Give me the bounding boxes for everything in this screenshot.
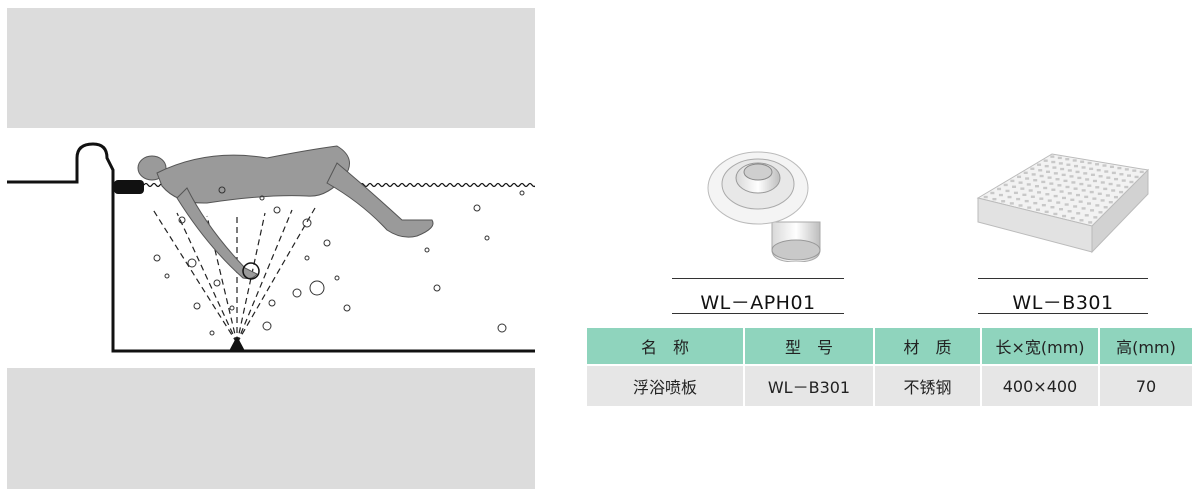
- headrest: [114, 180, 144, 194]
- cell-name: 浮浴喷板: [585, 364, 745, 408]
- product-caption-1: WL－APH01: [700, 292, 816, 314]
- top-gray-band: [7, 8, 535, 128]
- cell-height: 70: [1098, 364, 1194, 408]
- spec-table: 名 称 型 号 材 质 长×宽(mm) 高(mm) 浮浴喷板 WL－B301 不…: [585, 326, 1194, 408]
- header-model: 型 号: [743, 326, 875, 366]
- caption-line-bottom-2: [978, 313, 1148, 314]
- header-name: 名 称: [585, 326, 745, 366]
- cell-size: 400×400: [980, 364, 1100, 408]
- header-material: 材 质: [873, 326, 982, 366]
- plate-holes: [983, 155, 1144, 224]
- header-size: 长×宽(mm): [980, 326, 1100, 366]
- bubbles: [153, 186, 525, 336]
- pool-wall: [7, 142, 535, 353]
- product-bubble-plate: [972, 148, 1154, 262]
- person-silhouette: [137, 145, 434, 279]
- floor-jet: [229, 336, 245, 351]
- nozzle-callout: [242, 262, 260, 280]
- header-height: 高(mm): [1098, 326, 1194, 366]
- cell-model: WL－B301: [743, 364, 875, 408]
- pool-cross-section: [7, 128, 537, 368]
- pool-diagram-svg: [7, 142, 537, 353]
- bubble-plate-icon: [976, 153, 1150, 254]
- jet-nozzle-icon: [707, 151, 821, 263]
- caption-line-top-2: [978, 278, 1148, 279]
- cell-material: 不锈钢: [873, 364, 982, 408]
- caption-line-top-1: [672, 278, 844, 279]
- caption-line-bottom-1: [672, 313, 844, 314]
- bottom-gray-band: [7, 368, 535, 489]
- table-header-row: 名 称 型 号 材 质 长×宽(mm) 高(mm): [585, 326, 1194, 366]
- product-jet-nozzle: [700, 140, 840, 266]
- pool-illustration: [7, 8, 537, 489]
- product-caption-2: WL－B301: [1012, 292, 1114, 314]
- spray-lines: [151, 207, 316, 344]
- table-row: 浮浴喷板 WL－B301 不锈钢 400×400 70: [585, 364, 1194, 408]
